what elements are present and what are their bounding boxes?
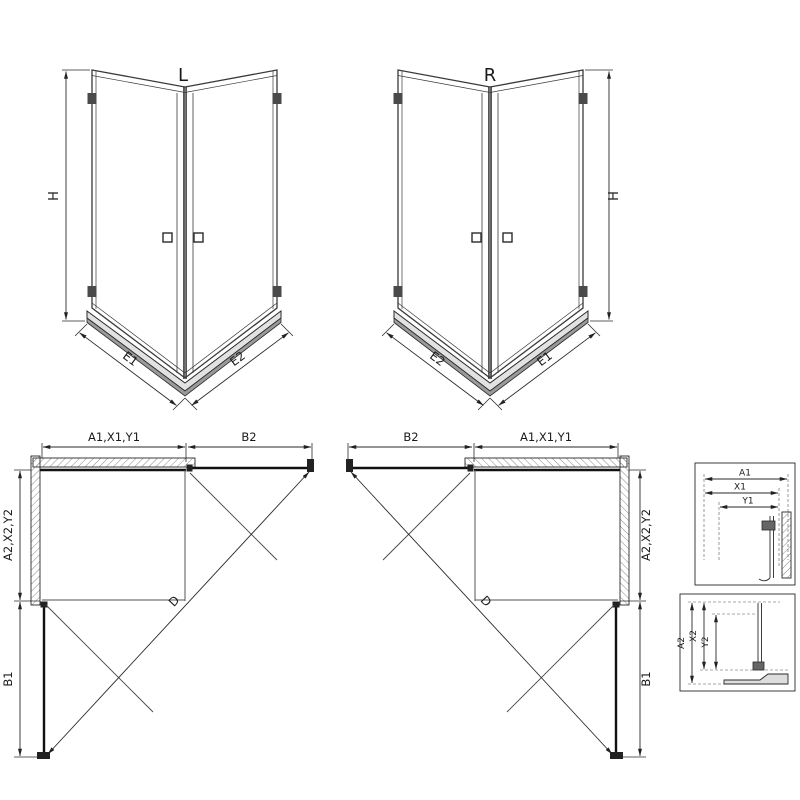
detail-horizontal-section [694,462,796,586]
detail-x2-label: X2 [689,630,699,642]
iso-view-left [62,70,293,410]
plan-right-b1-label: B1 [639,671,653,686]
iso-left-variant-label: L [178,65,188,86]
plan-right-d-label: D [478,593,495,609]
iso-right-variant-label: R [484,65,497,86]
seal-profile [752,661,765,671]
iso-view-right [382,70,613,410]
plan-right-b2-label: B2 [403,430,418,444]
detail-x1-label: X1 [734,483,746,493]
plan-view-right [346,443,646,759]
wall-section [781,511,792,579]
labels: L H E1 E2 R H E2 E1 A1,X1,Y1 B2 A2,X2,Y2… [1,65,754,687]
profile-hook [758,577,771,582]
plan-view-left [14,443,314,759]
detail-y1-label: Y1 [741,497,753,507]
detail-vertical-section [679,593,796,692]
plan-left-a2-label: A2,X2,Y2 [1,509,15,561]
tray-section [723,673,789,685]
detail-y2-label: Y2 [701,636,711,648]
plan-left-a1-label: A1,X1,Y1 [88,430,140,444]
plan-left-b1-label: B1 [1,671,15,686]
plan-left-b2-label: B2 [241,430,256,444]
iso-left-height-label: H [47,191,62,201]
plan-left-d-label: D [166,593,183,609]
wall-profile-bracket [761,520,776,531]
plan-right-a2-label: A2,X2,Y2 [639,509,653,561]
plan-right-a1-label: A1,X1,Y1 [520,430,572,444]
detail-border [694,462,796,586]
detail-a1-label: A1 [739,469,751,479]
detail-border [679,593,796,692]
detail-a2-label: A2 [677,637,687,649]
iso-right-height-label: H [607,191,622,201]
